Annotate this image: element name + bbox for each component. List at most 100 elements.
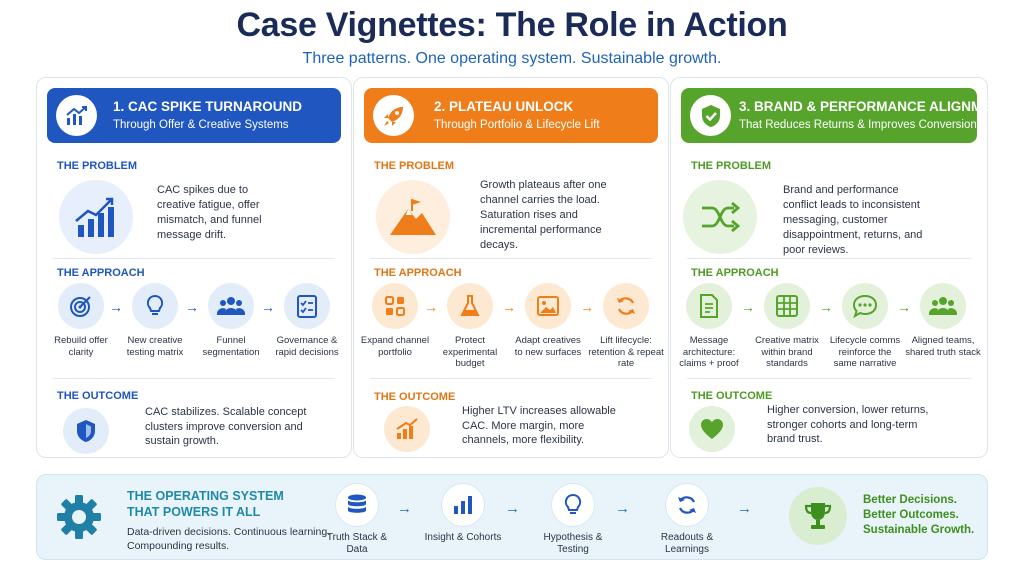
approach-heading: THE APPROACH (374, 267, 462, 279)
image-icon (525, 283, 571, 329)
outcome-text: Higher LTV increases allowable CAC. More… (462, 405, 616, 446)
outcome-text: Higher conversion, lower returns, strong… (767, 404, 929, 445)
os-step-label: Truth Stack & Data (326, 532, 388, 555)
outcome-text: CAC stabilizes. Scalable concept cluster… (145, 406, 307, 447)
approach-step: Message architecture: claims + proof (671, 283, 747, 370)
problem-text: CAC spikes due to creative fatigue, offe… (157, 184, 262, 241)
case-card-brand-alignment: 3. BRAND & PERFORMANCE ALIGNMENT That Re… (670, 77, 1009, 458)
approach-step: Rebuild offer clarity (43, 283, 119, 358)
database-icon (335, 483, 379, 527)
divider (370, 258, 652, 259)
problem-heading: THE PROBLEM (691, 160, 772, 172)
approach-steps: Expand channel portfolio → Protect exper… (354, 283, 668, 383)
arrow-right-icon: → (580, 299, 594, 315)
shuffle-icon (683, 180, 757, 254)
arrow-right-icon: → (505, 500, 520, 517)
problem-heading: THE PROBLEM (57, 160, 138, 172)
chat-bubble-icon (842, 283, 888, 329)
approach-step: Protect experimental budget (432, 283, 508, 370)
divider (53, 258, 335, 259)
card-banner: 2. PLATEAU UNLOCK Through Portfolio & Li… (364, 88, 658, 143)
os-step: Insight & Cohorts (423, 483, 503, 544)
approach-heading: THE APPROACH (57, 267, 145, 279)
approach-step-label: Creative matrix within brand standards (755, 335, 819, 369)
divider (687, 378, 971, 379)
approach-step-label: Rebuild offer clarity (54, 335, 108, 358)
problem-text: Brand and performance conflict leads to … (783, 184, 923, 256)
approach-heading: THE APPROACH (691, 267, 779, 279)
card-banner: 1. CAC SPIKE TURNAROUND Through Offer & … (47, 88, 341, 143)
bar-chart-up-icon (59, 180, 133, 254)
outcome-heading: THE OUTCOME (691, 390, 773, 402)
trophy-icon (789, 487, 847, 545)
approach-step: Expand channel portfolio (357, 283, 433, 358)
approach-steps: Message architecture: claims + proof → C… (671, 283, 987, 383)
os-step-label: Hypothesis & Testing (543, 532, 603, 555)
result-line: Better Decisions. (863, 494, 957, 506)
arrow-right-icon: → (397, 500, 412, 517)
arrow-right-icon: → (502, 299, 516, 315)
lightbulb-icon (551, 483, 595, 527)
approach-step-label: New creative testing matrix (126, 335, 184, 358)
os-step: Truth Stack & Data (317, 483, 397, 556)
os-description: Data-driven decisions. Continuous learni… (127, 526, 331, 552)
lightbulb-icon (132, 283, 178, 329)
outcome-heading: THE OUTCOME (57, 390, 139, 402)
problem-text: Growth plateaus after one channel carrie… (480, 179, 607, 251)
result-line: Sustainable Growth. (863, 524, 975, 536)
arrow-right-icon: → (615, 500, 630, 517)
result-line: Better Outcomes. (863, 509, 959, 521)
approach-step-label: Protect experimental budget (442, 335, 498, 369)
bar-chart-icon (441, 483, 485, 527)
approach-step: Funnel segmentation (193, 283, 269, 358)
shield-check-icon (690, 95, 731, 136)
arrow-right-icon: → (741, 299, 755, 315)
card-title: 1. CAC SPIKE TURNAROUND (113, 99, 303, 114)
approach-step-label: Lifecycle comms reinforce the same narra… (829, 335, 901, 369)
os-step-label: Insight & Cohorts (424, 532, 502, 543)
arrow-right-icon: → (819, 299, 833, 315)
team-icon (920, 283, 966, 329)
table-grid-icon (764, 283, 810, 329)
approach-step-label: Aligned teams, shared truth stack (905, 335, 981, 358)
divider (687, 258, 971, 259)
document-icon (686, 283, 732, 329)
os-step: Readouts & Learnings (647, 483, 727, 556)
mountain-flag-icon (376, 180, 450, 254)
outcome-heading: THE OUTCOME (374, 391, 456, 403)
card-subtitle: Through Portfolio & Lifecycle Lift (434, 119, 600, 131)
approach-step-label: Message architecture: claims + proof (679, 335, 739, 369)
approach-steps: Rebuild offer clarity → New creative tes… (37, 283, 351, 383)
problem-heading: THE PROBLEM (374, 160, 455, 172)
card-banner: 3. BRAND & PERFORMANCE ALIGNMENT That Re… (681, 88, 1009, 143)
arrow-right-icon: → (261, 299, 275, 315)
card-subtitle: That Reduces Returns & Improves Conversi… (739, 119, 977, 131)
approach-step-label: Adapt creatives to new surfaces (514, 335, 582, 358)
approach-step-label: Lift lifecycle: retention & repeat rate (588, 335, 664, 369)
flask-icon (447, 283, 493, 329)
operating-system-panel: THE OPERATING SYSTEM THAT POWERS IT ALL … (36, 474, 988, 560)
page-title: Case Vignettes: The Role in Action (236, 6, 788, 44)
arrow-right-icon: → (109, 299, 123, 315)
os-step-label: Readouts & Learnings (660, 532, 714, 555)
card-title: 2. PLATEAU UNLOCK (434, 99, 574, 114)
approach-step: Lift lifecycle: retention & repeat rate (588, 283, 664, 370)
approach-step: Lifecycle comms reinforce the same narra… (827, 283, 903, 370)
page-subtitle: Three patterns. One operating system. Su… (302, 50, 722, 67)
os-step: Hypothesis & Testing (533, 483, 613, 556)
approach-step-label: Expand channel portfolio (360, 335, 430, 358)
divider (53, 378, 335, 379)
approach-step: Creative matrix within brand standards (749, 283, 825, 370)
refresh-cycle-icon (603, 283, 649, 329)
approach-step-label: Governance & rapid decisions (275, 335, 339, 358)
os-title: THE OPERATING SYSTEM THAT POWERS IT ALL (127, 489, 284, 519)
arrow-right-icon: → (737, 500, 752, 517)
approach-step: New creative testing matrix (117, 283, 193, 358)
arrow-right-icon: → (424, 299, 438, 315)
sync-icon (665, 483, 709, 527)
approach-step: Adapt creatives to new surfaces (510, 283, 586, 358)
card-title: 3. BRAND & PERFORMANCE ALIGNMENT (739, 99, 1010, 114)
trend-chart-icon (56, 95, 97, 136)
divider (370, 378, 652, 379)
users-icon (208, 283, 254, 329)
